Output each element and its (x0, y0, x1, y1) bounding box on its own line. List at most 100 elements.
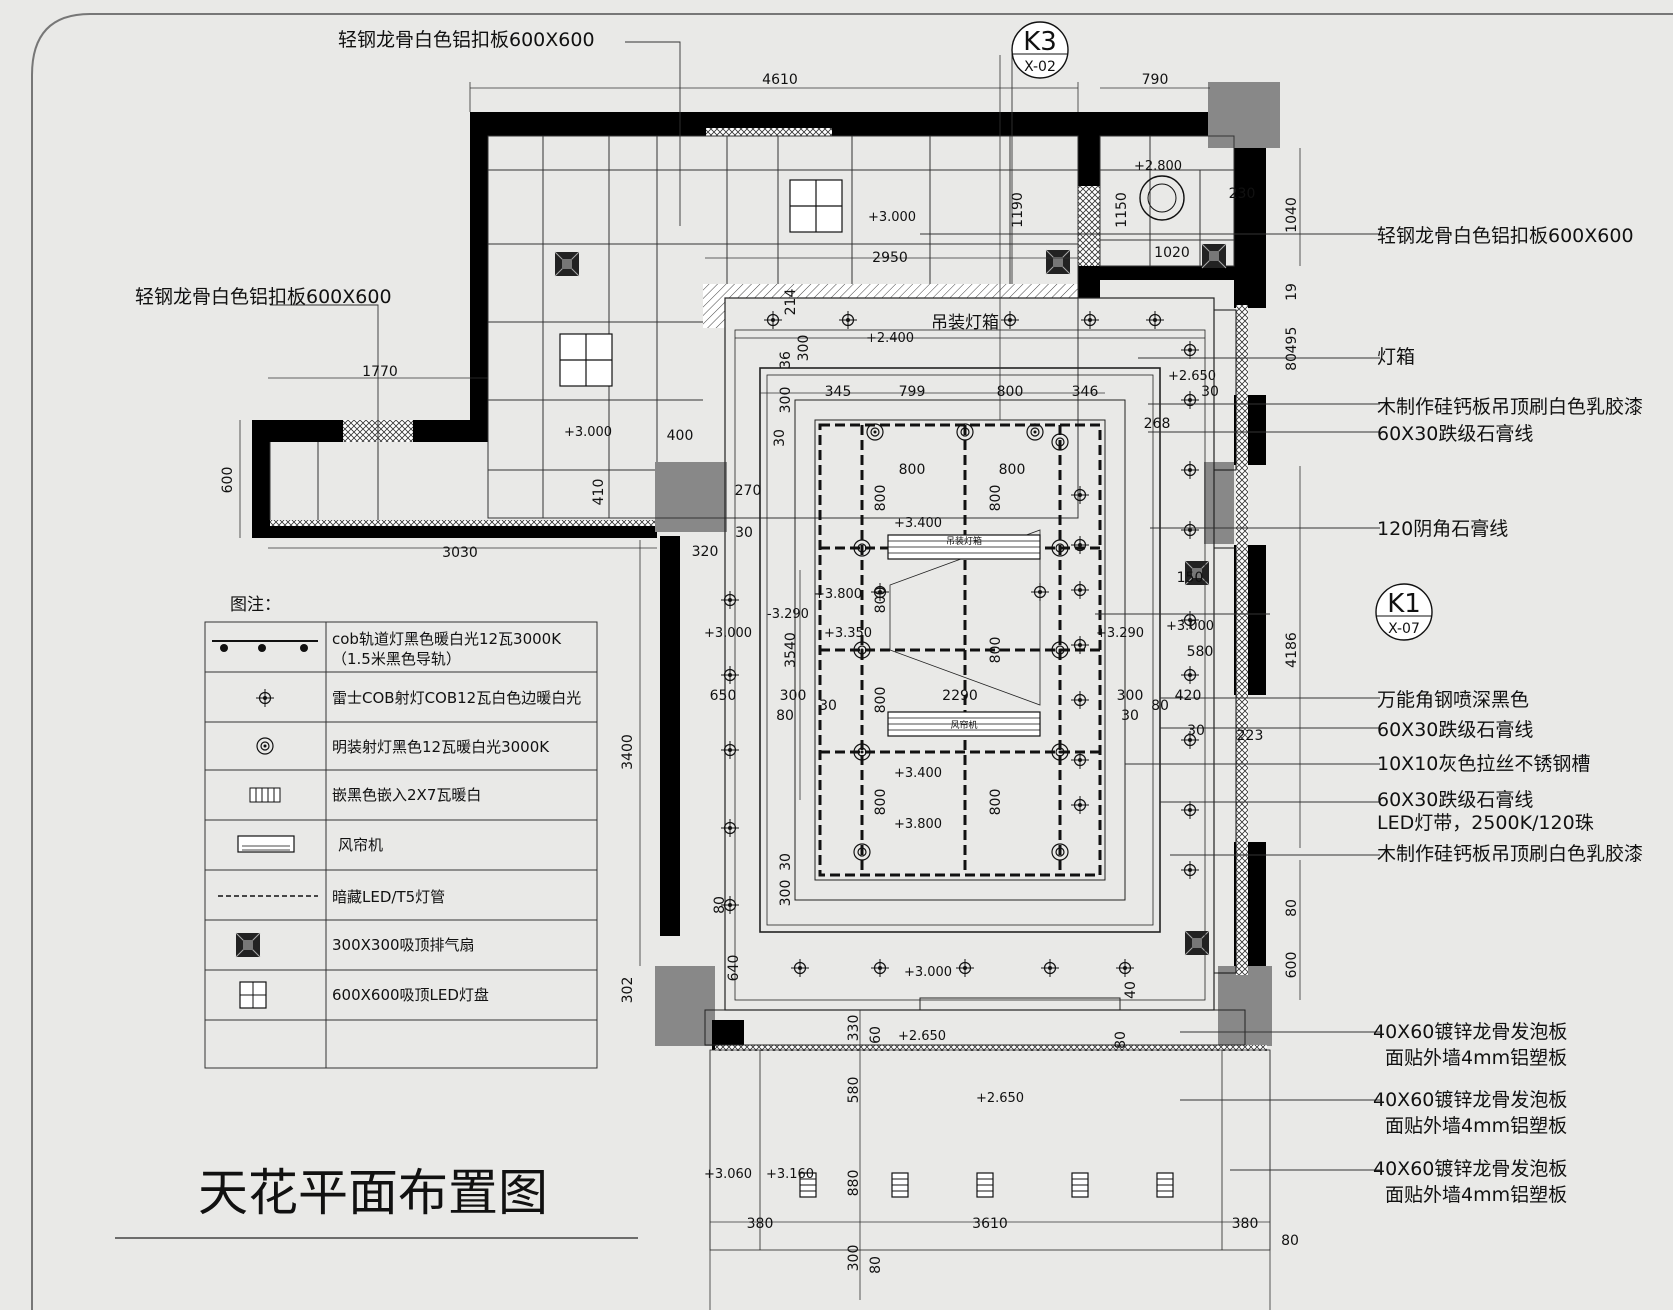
svg-text:36: 36 (778, 351, 794, 369)
dimension-lines (239, 55, 1301, 1310)
lightbox (887, 534, 1041, 737)
svg-text:1040: 1040 (1284, 197, 1300, 233)
svg-text:面贴外墙4mm铝塑板: 面贴外墙4mm铝塑板 (1385, 1115, 1567, 1137)
svg-text:800: 800 (988, 789, 1004, 816)
svg-text:1190: 1190 (1010, 192, 1026, 228)
air-curtain-small-label: 风帘机 (950, 719, 977, 731)
svg-text:+3.400: +3.400 (894, 516, 942, 531)
svg-text:木制作硅钙板吊顶刷白色乳胶漆: 木制作硅钙板吊顶刷白色乳胶漆 (1377, 843, 1643, 865)
svg-text:345: 345 (825, 384, 852, 400)
svg-text:223: 223 (1237, 728, 1264, 744)
svg-text:4186: 4186 (1284, 632, 1300, 668)
svg-text:150: 150 (1177, 570, 1204, 586)
svg-text:346: 346 (1072, 384, 1099, 400)
ref-bubble-k1: K1 X-07 (1375, 583, 1433, 641)
exhaust-fan-icon (235, 932, 261, 958)
svg-text:80: 80 (712, 896, 728, 914)
svg-text:面贴外墙4mm铝塑板: 面贴外墙4mm铝塑板 (1385, 1047, 1567, 1069)
svg-text:+3.290: +3.290 (1096, 626, 1144, 641)
svg-text:80: 80 (1281, 1233, 1299, 1249)
svg-text:10X10灰色拉丝不锈钢槽: 10X10灰色拉丝不锈钢槽 (1377, 753, 1590, 775)
svg-text:+3.000: +3.000 (1166, 619, 1214, 634)
svg-text:30: 30 (1187, 723, 1205, 739)
svg-text:木制作硅钙板吊顶刷白色乳胶漆: 木制作硅钙板吊顶刷白色乳胶漆 (1377, 396, 1643, 418)
sheet-border (31, 13, 1673, 1310)
exhaust-fan-icon (554, 251, 580, 277)
svg-text:230: 230 (1229, 186, 1256, 202)
svg-text:270: 270 (735, 483, 762, 499)
svg-text:300: 300 (780, 688, 807, 704)
svg-text:3540: 3540 (783, 632, 799, 668)
svg-text:330: 330 (846, 1015, 862, 1042)
columns (270, 82, 1280, 1051)
svg-text:40: 40 (1123, 981, 1139, 999)
legend-title: 图注： (230, 595, 281, 615)
svg-text:600: 600 (220, 467, 236, 494)
svg-text:800: 800 (873, 789, 889, 816)
svg-text:+3.000: +3.000 (704, 626, 752, 641)
round-vent-inner (1147, 183, 1177, 213)
svg-text:1020: 1020 (1154, 245, 1190, 261)
svg-text:302: 302 (620, 977, 636, 1004)
svg-text:（1.5米黑色导轨）: （1.5米黑色导轨） (332, 650, 461, 668)
svg-text:380: 380 (747, 1216, 774, 1232)
svg-text:+2.800: +2.800 (1134, 159, 1182, 174)
svg-text:+3.800: +3.800 (814, 587, 862, 602)
svg-text:580: 580 (1187, 644, 1214, 660)
svg-text:3030: 3030 (442, 545, 478, 561)
svg-text:800: 800 (899, 462, 926, 478)
svg-text:300: 300 (778, 880, 794, 907)
svg-text:3610: 3610 (972, 1216, 1008, 1232)
svg-text:灯箱: 灯箱 (1377, 346, 1415, 368)
svg-text:K3: K3 (1023, 27, 1057, 57)
svg-text:640: 640 (726, 955, 742, 982)
svg-text:800: 800 (988, 637, 1004, 664)
svg-text:+2.650: +2.650 (976, 1091, 1024, 1106)
svg-text:600: 600 (1284, 952, 1300, 979)
svg-text:30: 30 (778, 853, 794, 871)
svg-text:80: 80 (1151, 698, 1169, 714)
svg-text:800: 800 (873, 485, 889, 512)
svg-text:60X30跌级石膏线: 60X30跌级石膏线 (1377, 718, 1533, 741)
svg-text:3400: 3400 (620, 734, 636, 770)
svg-text:-3.290: -3.290 (767, 607, 809, 622)
svg-text:300: 300 (846, 1245, 862, 1272)
svg-text:40X60镀锌龙骨发泡板: 40X60镀锌龙骨发泡板 (1373, 1021, 1567, 1043)
svg-text:80: 80 (1113, 1031, 1129, 1049)
lightbox-label: 吊装灯箱 (931, 313, 999, 333)
ceiling-grid (269, 135, 1235, 520)
air-curtain-icon (237, 835, 295, 853)
svg-text:800: 800 (999, 462, 1026, 478)
svg-text:面贴外墙4mm铝塑板: 面贴外墙4mm铝塑板 (1385, 1184, 1567, 1206)
svg-text:X-02: X-02 (1024, 59, 1056, 75)
svg-text:X-07: X-07 (1388, 621, 1420, 637)
svg-text:雷士COB射灯COB12瓦白色边暖白光: 雷士COB射灯COB12瓦白色边暖白光 (332, 689, 581, 707)
svg-text:380: 380 (1232, 1216, 1259, 1232)
svg-text:800: 800 (873, 687, 889, 714)
svg-text:300: 300 (796, 335, 812, 362)
svg-text:40X60镀锌龙骨发泡板: 40X60镀锌龙骨发泡板 (1373, 1158, 1567, 1180)
svg-text:420: 420 (1175, 688, 1202, 704)
svg-text:轻钢龙骨白色铝扣板600X600: 轻钢龙骨白色铝扣板600X600 (1377, 225, 1634, 247)
svg-text:2950: 2950 (872, 250, 908, 266)
svg-text:30: 30 (1121, 708, 1139, 724)
svg-text:30: 30 (819, 698, 837, 714)
svg-text:30: 30 (772, 429, 788, 447)
callouts: 轻钢龙骨白色铝扣板600X600 轻钢龙骨白色铝扣板600X600 轻钢龙骨白色… (135, 29, 1643, 1206)
svg-text:80: 80 (1284, 899, 1300, 917)
svg-text:60X30跌级石膏线: 60X30跌级石膏线 (1377, 788, 1533, 811)
svg-text:799: 799 (899, 384, 926, 400)
svg-text:19: 19 (1284, 283, 1300, 301)
svg-text:1150: 1150 (1114, 192, 1130, 228)
exhaust-fan-icon (1184, 930, 1210, 956)
svg-text:K1: K1 (1387, 589, 1421, 619)
svg-text:轻钢龙骨白色铝扣板600X600: 轻钢龙骨白色铝扣板600X600 (338, 29, 595, 51)
svg-text:cob轨道灯黑色暖白光12瓦3000K: cob轨道灯黑色暖白光12瓦3000K (332, 630, 562, 648)
svg-text:800: 800 (873, 587, 889, 614)
svg-text:+3.800: +3.800 (894, 817, 942, 832)
svg-text:+2.650: +2.650 (1168, 369, 1216, 384)
svg-text:轻钢龙骨白色铝扣板600X600: 轻钢龙骨白色铝扣板600X600 (135, 286, 392, 308)
svg-text:320: 320 (692, 544, 719, 560)
leader-lines (270, 41, 1380, 1171)
led-panel-icon (239, 981, 267, 1009)
